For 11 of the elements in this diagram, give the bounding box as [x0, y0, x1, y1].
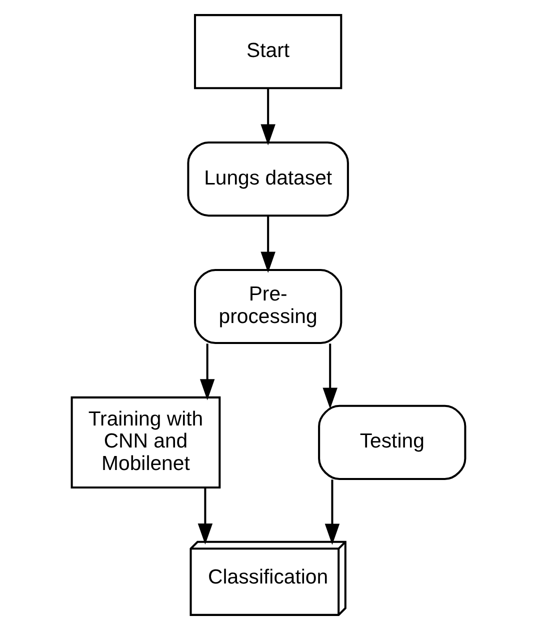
- arrow: [199, 344, 214, 400]
- node-box: Testing: [318, 404, 466, 480]
- node-box: Lungs dataset: [186, 142, 348, 217]
- arrow: [260, 88, 275, 146]
- arrow: [324, 480, 340, 545]
- arrow: [260, 216, 275, 273]
- node-box: Start: [193, 14, 342, 90]
- node-box: Pre- processing: [193, 268, 342, 344]
- arrow: [322, 344, 337, 409]
- node-box: Training with CNN and Mobilenet: [70, 396, 220, 488]
- arrow: [197, 488, 212, 545]
